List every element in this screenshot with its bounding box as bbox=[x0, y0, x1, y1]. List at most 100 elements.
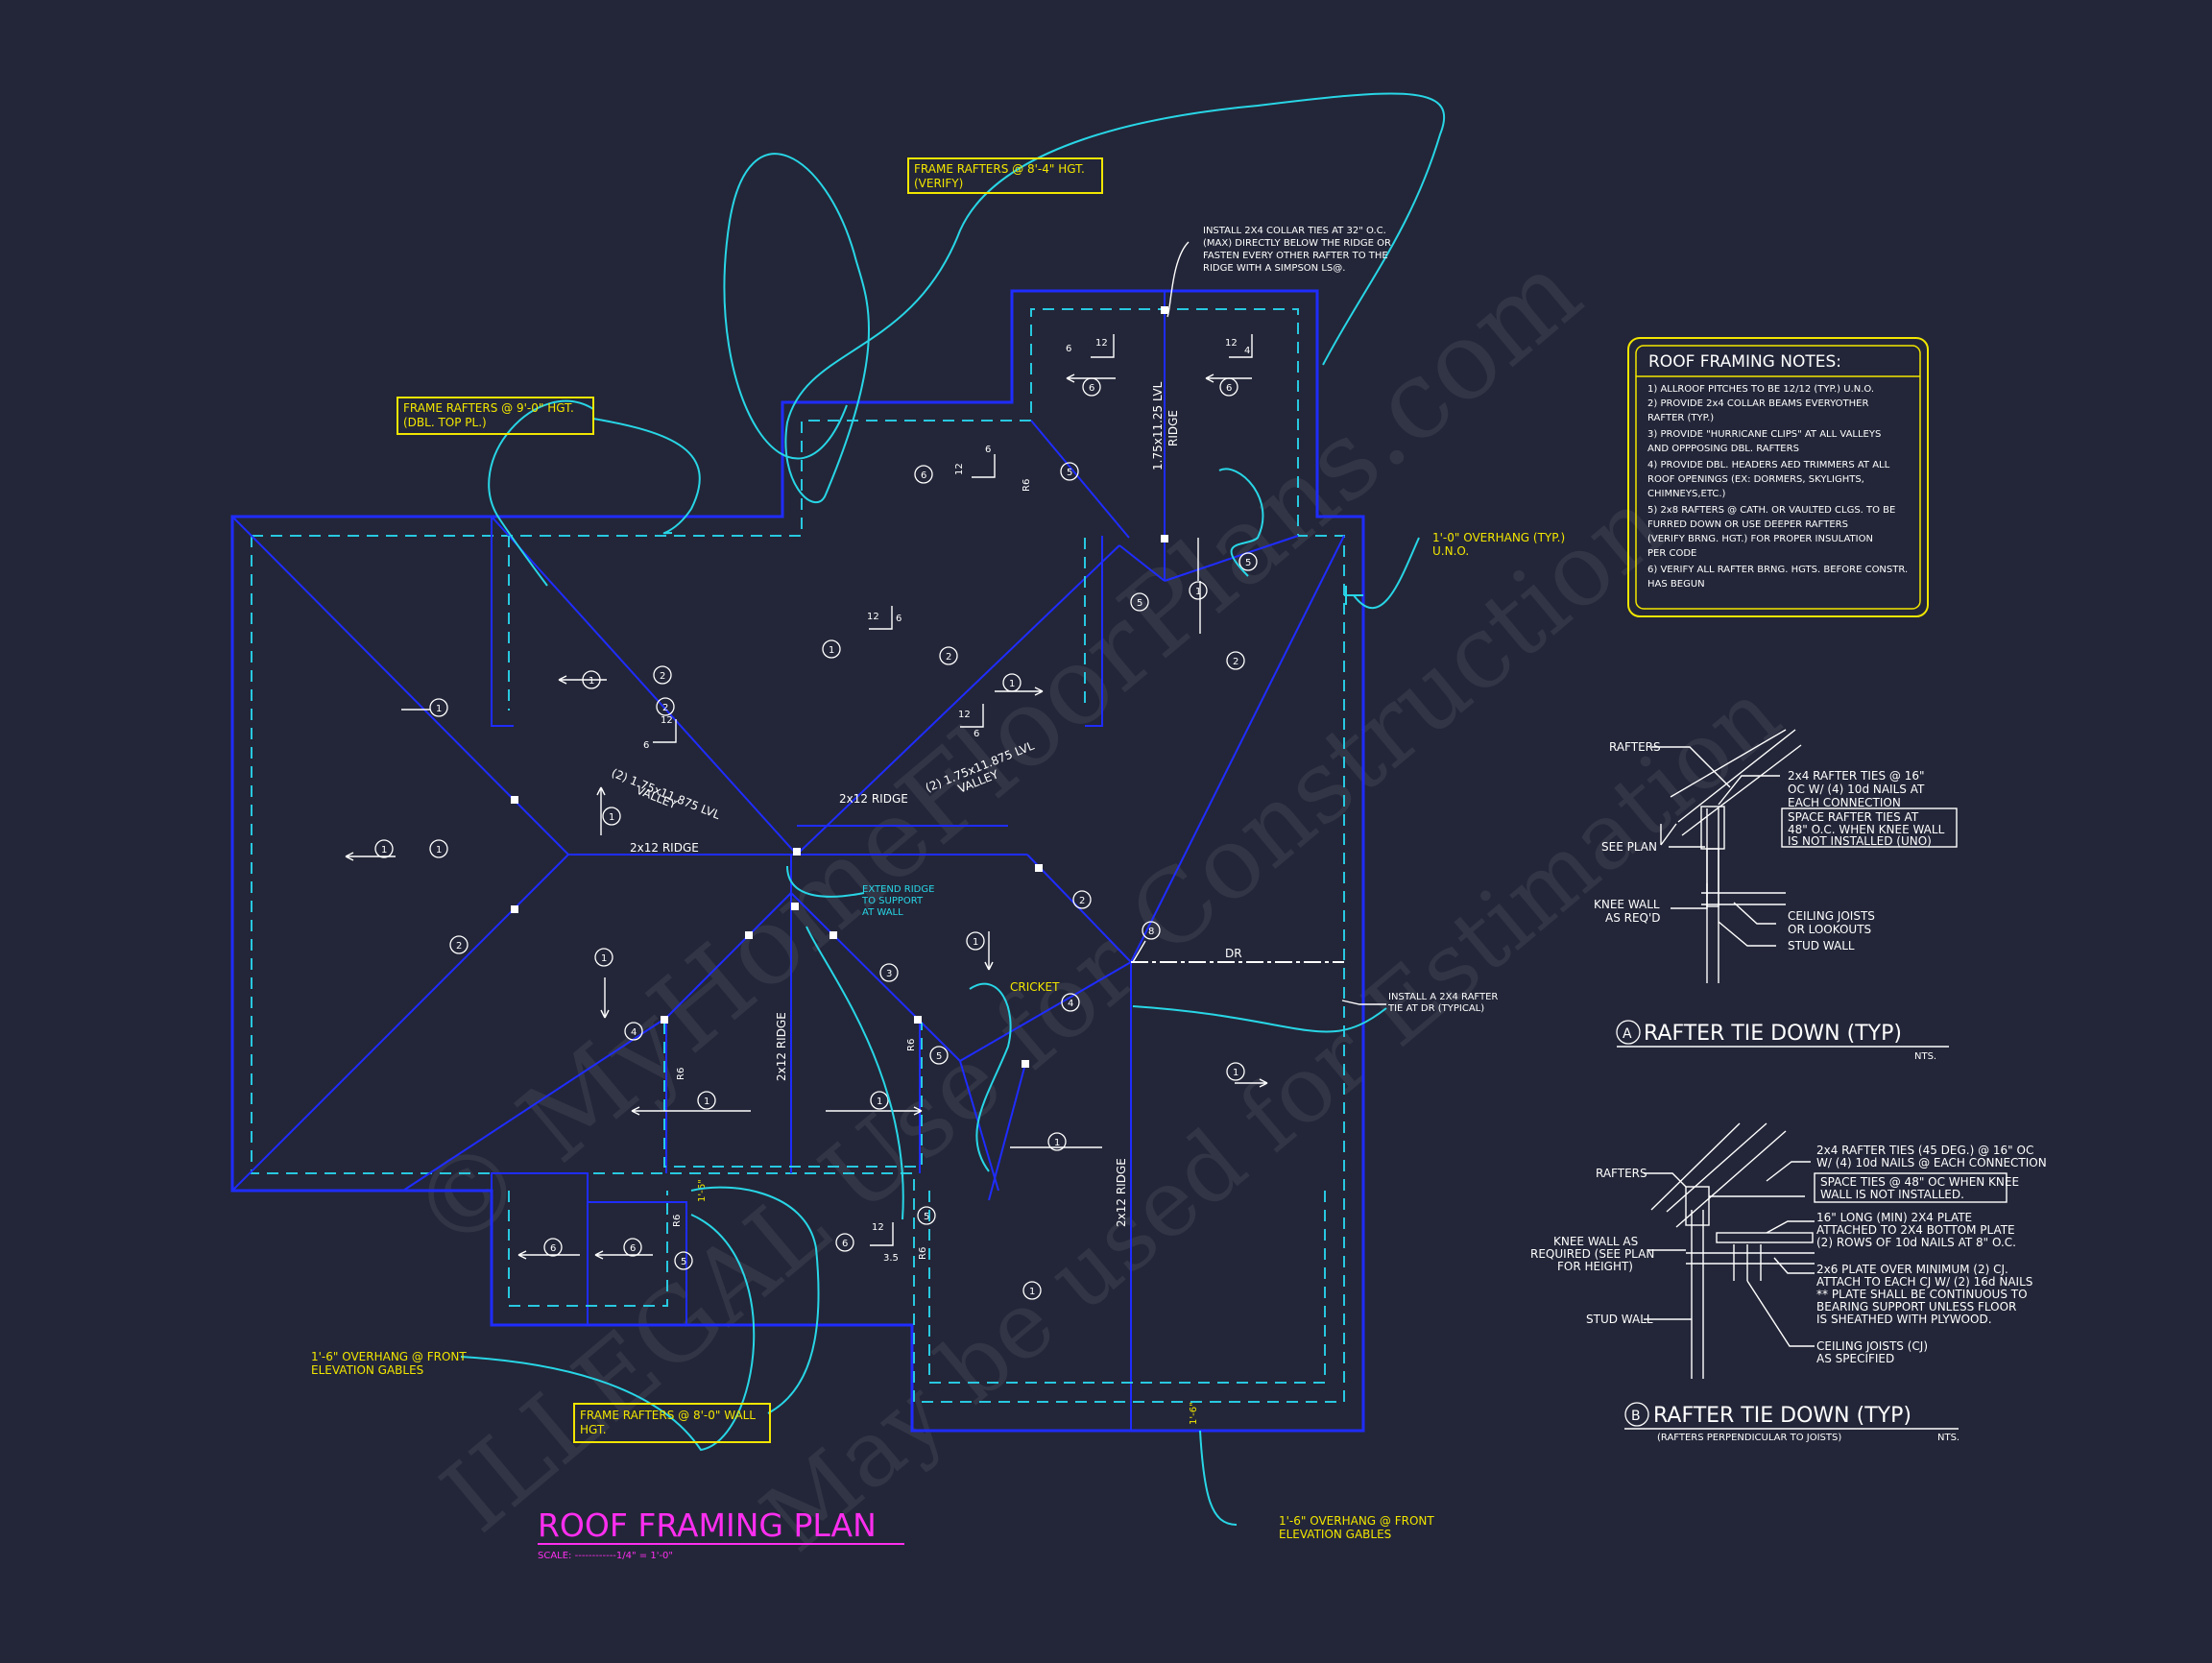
svg-text:5: 5 bbox=[1137, 598, 1142, 609]
svg-text:5: 5 bbox=[681, 1257, 686, 1267]
r6-label: R6 bbox=[672, 1215, 683, 1227]
svg-text:A: A bbox=[1623, 1026, 1632, 1042]
ridge-label: 2x12 RIDGE bbox=[775, 1012, 788, 1081]
node bbox=[511, 905, 518, 913]
node bbox=[914, 1016, 922, 1024]
svg-text:(2) ROWS OF 10d NAILS AT 8" O.: (2) ROWS OF 10d NAILS AT 8" O.C. bbox=[1816, 1236, 2016, 1249]
node bbox=[1022, 1060, 1029, 1068]
valley-line bbox=[1030, 420, 1130, 539]
svg-text:TIE AT DR (TYPICAL): TIE AT DR (TYPICAL) bbox=[1387, 1003, 1484, 1014]
svg-text:(VERIFY): (VERIFY) bbox=[914, 177, 963, 190]
svg-text:1: 1 bbox=[436, 845, 442, 856]
leader-curve bbox=[786, 865, 865, 898]
hip-line bbox=[1130, 535, 1345, 963]
gable-wall-line bbox=[928, 1191, 1326, 1384]
svg-text:FRAME RAFTERS @ 8'-0" WALL: FRAME RAFTERS @ 8'-0" WALL bbox=[580, 1409, 756, 1422]
callout-overhang-typ: 1'-0" OVERHANG (TYP.) U.N.O. bbox=[1432, 531, 1565, 558]
callout-frame-8-4: FRAME RAFTERS @ 8'-4" HGT. (VERIFY) bbox=[907, 157, 1103, 194]
leader-curve bbox=[690, 1186, 820, 1414]
ridge-label: 2x12 RIDGE bbox=[630, 841, 699, 855]
svg-text:1: 1 bbox=[1054, 1138, 1060, 1148]
valley-line bbox=[1118, 544, 1166, 582]
svg-text:B: B bbox=[1631, 1409, 1641, 1424]
callout-overhang-front-left: 1'-6" OVERHANG @ FRONT ELEVATION GABLES bbox=[311, 1350, 467, 1377]
svg-text:6: 6 bbox=[550, 1243, 556, 1254]
svg-text:AS REQ'D: AS REQ'D bbox=[1605, 911, 1661, 925]
svg-text:STUD WALL: STUD WALL bbox=[1586, 1313, 1653, 1326]
svg-text:2: 2 bbox=[946, 652, 951, 663]
svg-text:EACH CONNECTION: EACH CONNECTION bbox=[1788, 796, 1901, 809]
svg-text:4: 4 bbox=[1244, 346, 1250, 356]
svg-text:1: 1 bbox=[829, 645, 834, 656]
leader-curve bbox=[1199, 1430, 1238, 1526]
dr-label: DR bbox=[1225, 947, 1242, 960]
hip-line bbox=[790, 892, 961, 1062]
node bbox=[1161, 535, 1168, 542]
svg-text:6: 6 bbox=[896, 614, 902, 624]
node bbox=[1035, 864, 1043, 872]
detail-b-title: RAFTER TIE DOWN (TYP) bbox=[1653, 1404, 1911, 1428]
plan-title: ROOF FRAMING PLAN bbox=[538, 1506, 877, 1544]
node bbox=[791, 903, 799, 910]
svg-text:ATTACH TO EACH CJ W/ (2) 16d N: ATTACH TO EACH CJ W/ (2) 16d NAILS bbox=[1816, 1275, 2032, 1289]
callout-frame-9-0: FRAME RAFTERS @ 9'-0" HGT. (DBL. TOP PL.… bbox=[397, 397, 594, 435]
cricket-label: CRICKET bbox=[1010, 980, 1060, 994]
watermark: © MyHomeFloorPlans.com ILLEGAL Use for C… bbox=[388, 229, 1800, 1572]
knee-wall-line bbox=[663, 1023, 923, 1168]
svg-text:KNEE WALL: KNEE WALL bbox=[1594, 898, 1660, 911]
svg-text:SEE PLAN: SEE PLAN bbox=[1601, 840, 1657, 854]
svg-text:12: 12 bbox=[867, 612, 879, 622]
leader-line bbox=[1166, 241, 1190, 318]
note-line: CHIMNEYS,ETC.) bbox=[1647, 489, 1726, 499]
node bbox=[1161, 306, 1168, 314]
svg-text:5: 5 bbox=[1245, 558, 1251, 568]
svg-text:2: 2 bbox=[660, 671, 665, 682]
note-line: ROOF OPENINGS (EX: DORMERS, SKYLIGHTS, bbox=[1647, 474, 1864, 485]
leader-curve bbox=[1353, 537, 1420, 610]
detail-a: RAFTERS SEE PLAN KNEE WALL AS REQ'D 2x4 … bbox=[1594, 729, 1958, 1062]
svg-text:NTS.: NTS. bbox=[1937, 1433, 1960, 1443]
svg-text:RIDGE WITH A SIMPSON LS@.: RIDGE WITH A SIMPSON LS@. bbox=[1203, 263, 1345, 274]
svg-text:2: 2 bbox=[1233, 657, 1238, 667]
svg-text:AS SPECIFIED: AS SPECIFIED bbox=[1816, 1352, 1894, 1365]
note-line: AND OPPPOSING DBL. RAFTERS bbox=[1647, 444, 1799, 454]
svg-text:2: 2 bbox=[456, 941, 462, 952]
svg-text:ELEVATION GABLES: ELEVATION GABLES bbox=[311, 1363, 423, 1377]
callout-extend-ridge: EXTEND RIDGE TO SUPPORT AT WALL bbox=[861, 884, 934, 918]
svg-text:1: 1 bbox=[1029, 1287, 1035, 1297]
svg-text:EXTEND RIDGE: EXTEND RIDGE bbox=[862, 884, 934, 895]
hip-line bbox=[402, 1017, 667, 1192]
svg-text:NTS.: NTS. bbox=[1914, 1051, 1936, 1062]
svg-text:STUD WALL: STUD WALL bbox=[1788, 939, 1855, 952]
svg-text:1: 1 bbox=[973, 937, 978, 948]
svg-text:AT WALL: AT WALL bbox=[862, 907, 903, 918]
svg-text:6: 6 bbox=[630, 1243, 636, 1254]
detail-b: RAFTERS KNEE WALL AS REQUIRED (SEE PLAN … bbox=[1530, 1122, 2047, 1443]
svg-text:TO SUPPORT: TO SUPPORT bbox=[861, 896, 924, 906]
svg-text:HGT.: HGT. bbox=[580, 1423, 607, 1436]
svg-text:1: 1 bbox=[381, 845, 387, 856]
svg-text:6: 6 bbox=[643, 740, 649, 751]
note-line: (VERIFY BRNG. HGT.) FOR PROPER INSULATIO… bbox=[1647, 534, 1873, 544]
gable-wall-line bbox=[508, 1191, 668, 1307]
svg-text:3: 3 bbox=[886, 969, 892, 979]
callout-rafter-tie-dr: INSTALL A 2X4 RAFTER TIE AT DR (TYPICAL) bbox=[1387, 992, 1498, 1014]
rafter-marks: 1 2 1 1 1 2 1 2 1 1 6 5 6 6 5 1 5 2 2 8 … bbox=[345, 374, 1268, 1300]
svg-text:6: 6 bbox=[985, 445, 991, 455]
leader-curve bbox=[805, 926, 904, 1220]
svg-text:RAFTERS: RAFTERS bbox=[1596, 1167, 1647, 1180]
svg-text:5: 5 bbox=[924, 1212, 929, 1222]
leader-curve bbox=[488, 399, 594, 587]
valley-line bbox=[959, 1060, 999, 1192]
svg-text:2: 2 bbox=[662, 703, 668, 713]
svg-text:1: 1 bbox=[877, 1097, 882, 1107]
svg-text:1'-6" OVERHANG @ FRONT: 1'-6" OVERHANG @ FRONT bbox=[311, 1350, 467, 1363]
node bbox=[511, 796, 518, 804]
svg-text:RAFTERS: RAFTERS bbox=[1609, 740, 1661, 754]
svg-text:BEARING SUPPORT UNLESS FLOOR: BEARING SUPPORT UNLESS FLOOR bbox=[1816, 1300, 2016, 1314]
note-line: 3) PROVIDE "HURRICANE CLIPS" AT ALL VALL… bbox=[1647, 429, 1881, 440]
svg-text:OC W/ (4) 10d NAILS AT: OC W/ (4) 10d NAILS AT bbox=[1788, 783, 1925, 796]
r6-label: R6 bbox=[906, 1039, 917, 1051]
svg-text:2x4 RAFTER TIES (45 DEG.) @ 16: 2x4 RAFTER TIES (45 DEG.) @ 16" OC bbox=[1816, 1144, 2033, 1157]
